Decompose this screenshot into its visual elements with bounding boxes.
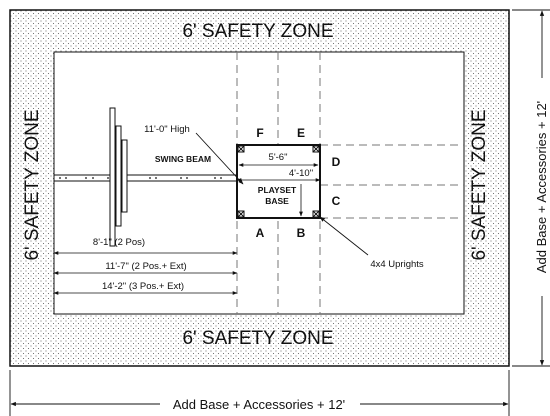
width-dimension-label: 5'-6": [269, 152, 288, 163]
safety-zone-right-label: 6' SAFETY ZONE: [469, 109, 490, 260]
corner-uprights: [237, 145, 320, 218]
corner-letter-a: A: [256, 226, 265, 240]
safety-zone-left-label: 6' SAFETY ZONE: [22, 109, 43, 260]
depth-dimension-label: 4'-10": [289, 168, 313, 179]
safety-zone-bottom-label: 6' SAFETY ZONE: [182, 328, 333, 349]
overall-right-dimension: [512, 9, 550, 367]
corner-letter-c: C: [332, 194, 341, 208]
swing-beam: [53, 174, 238, 182]
beam-2pos-ext-label: 11'-7" (2 Pos.+ Ext): [105, 261, 186, 272]
corner-letter-d: D: [332, 155, 341, 169]
playset-base-label-line2: BASE: [265, 196, 289, 206]
overall-bottom-label: Add Base + Accessories + 12': [173, 397, 345, 412]
a-frame-legs: [109, 107, 128, 247]
corner-letter-f: F: [256, 126, 263, 140]
playset-base-label-line1: PLAYSET: [258, 185, 297, 195]
height-callout: 11'-0" High: [144, 124, 190, 135]
swing-beam-label: SWING BEAM: [155, 154, 211, 164]
corner-letter-b: B: [297, 226, 306, 240]
corner-letter-e: E: [297, 126, 305, 140]
safety-zone-top-label: 6' SAFETY ZONE: [182, 21, 333, 42]
beam-dimension-lines: [53, 251, 238, 295]
beam-3pos-ext-label: 14'-2" (3 Pos.+ Ext): [102, 281, 184, 292]
overall-right-label: Add Base + Accessories + 12': [534, 101, 549, 273]
callout-leaders: [195, 132, 369, 256]
uprights-callout: 4x4 Uprights: [370, 259, 424, 270]
base-dimension-lines: [236, 163, 321, 217]
beam-2pos-label: 8'-1" (2 Pos): [93, 237, 145, 248]
overall-bottom-dimension: [9, 370, 510, 416]
